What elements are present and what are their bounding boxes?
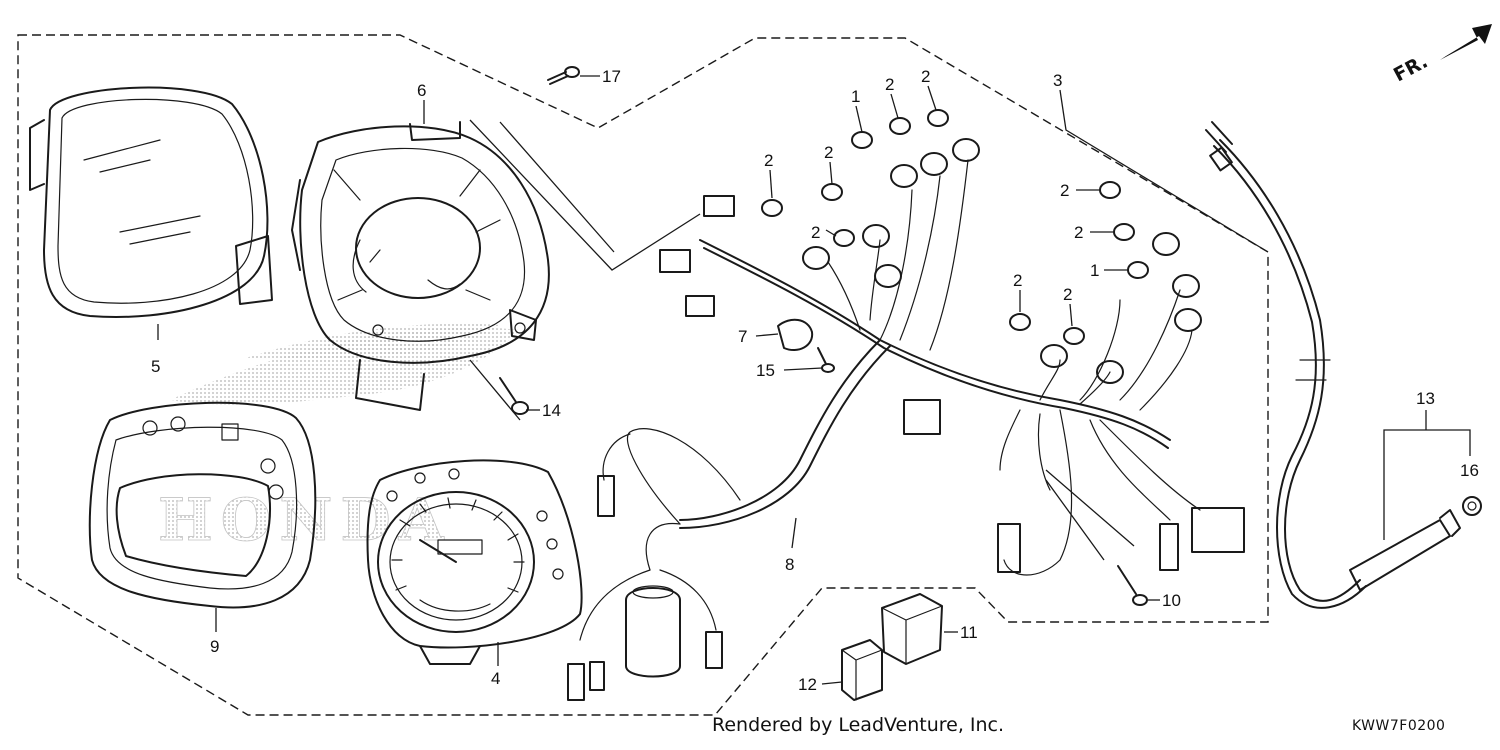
harness-connector [703,195,735,217]
callout-2: 2 [824,143,833,162]
callout-2: 2 [885,75,894,94]
front-direction-label: FR. [1390,50,1431,86]
washer-16 [1462,496,1482,516]
callout-11: 11 [960,623,978,642]
meter-visor-cover [29,86,273,318]
callout-14: 14 [542,401,561,420]
speedometer-assembly [366,459,583,665]
assembly-boundary [17,34,1269,716]
harness-connector [997,523,1021,573]
callout-6: 6 [417,81,426,100]
diode-bottle [625,587,681,678]
harness-connector [659,249,691,273]
callout-12: 12 [798,675,817,694]
meter-case [291,121,550,411]
leader-lines [157,75,1471,685]
honda-wing-watermark: HONDA [158,323,520,554]
harness-connector [705,631,723,669]
speedometer-cable [1205,121,1461,609]
diagram-code: KWW7F0200 [1352,718,1446,734]
callout-2: 2 [1013,271,1022,290]
harness-connector [597,475,615,517]
callout-10: 10 [1162,591,1181,610]
harness-connector [1159,523,1179,571]
callout-17: 17 [602,67,621,86]
screw-10 [1117,565,1148,606]
bulb-washers [761,109,1149,345]
meter-panel-frame [88,401,317,609]
callout-2: 2 [1060,181,1069,200]
front-arrow-icon [1440,24,1492,60]
callout-2: 2 [1074,223,1083,242]
callout-4: 4 [491,669,500,688]
callout-numbers: 1 1 2 2 2 2 2 2 2 2 2 3 4 5 6 7 8 9 10 1… [151,67,1479,694]
callout-9: 9 [210,637,219,656]
callout-1-right: 1 [1090,261,1099,280]
screw-17 [547,66,580,85]
honda-watermark-text: HONDA [158,486,452,554]
screw-14 [499,377,529,415]
sub-wire-harness [567,339,891,701]
callout-1-upper: 1 [851,87,860,106]
harness-connector [903,399,941,435]
callout-16: 16 [1460,461,1479,480]
callout-5: 5 [151,357,160,376]
callout-3: 3 [1053,71,1062,90]
callout-2: 2 [1063,285,1072,304]
callout-2: 2 [764,151,773,170]
render-credit: Rendered by LeadVenture, Inc. [712,714,1005,736]
harness-connector [589,661,605,691]
callout-2: 2 [811,223,820,242]
front-direction-indicator: FR. [1390,24,1492,86]
harness-connector [685,295,715,317]
meter-wire-harness [659,138,1245,576]
resistor-block [841,639,883,701]
callout-7: 7 [738,327,747,346]
turn-signal-relay [881,593,943,665]
harness-connector [567,663,585,701]
callout-13: 13 [1416,389,1435,408]
callout-8: 8 [785,555,794,574]
callout-2: 2 [921,67,930,86]
harness-clamp [777,318,814,351]
harness-connector [1191,507,1245,553]
callout-15: 15 [756,361,775,380]
